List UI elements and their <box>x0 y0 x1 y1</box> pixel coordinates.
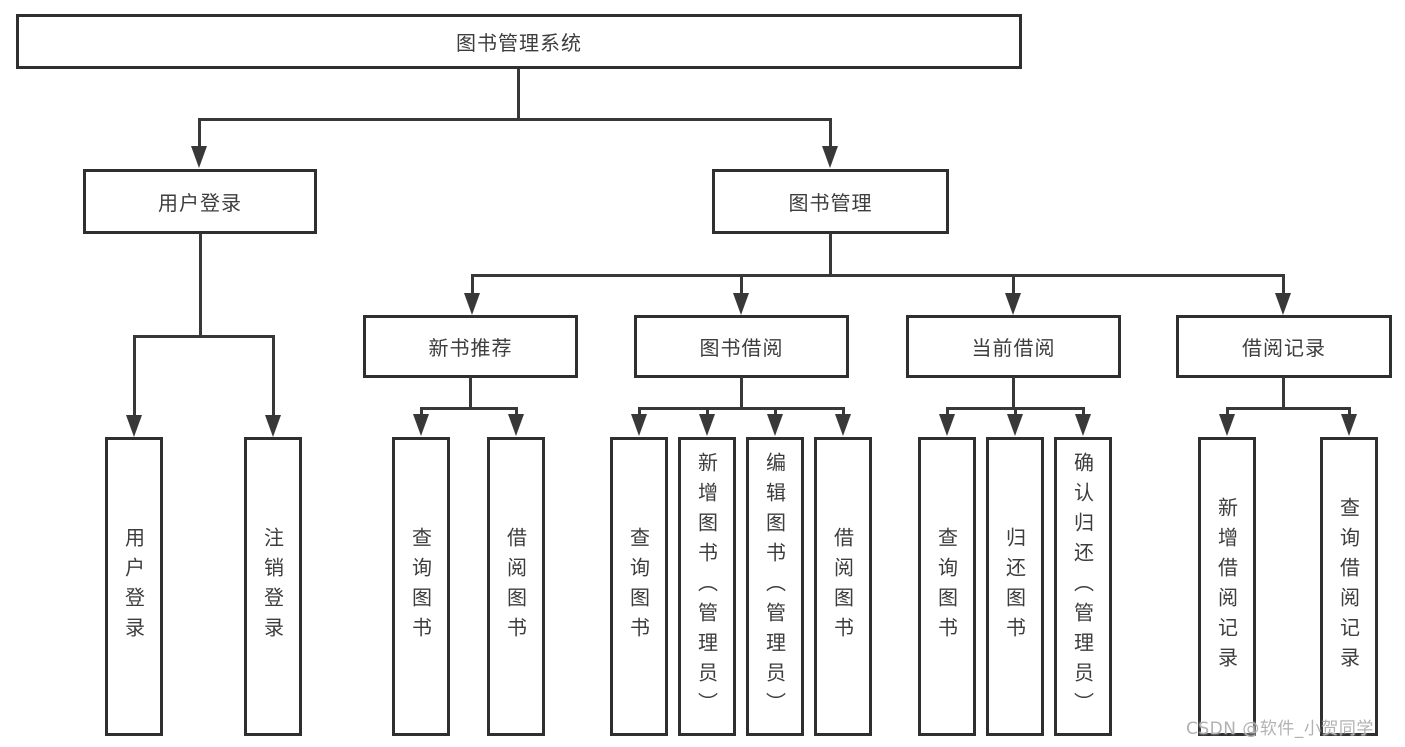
leaf-confirm-return-admin: 确认归还（管理员） <box>1054 437 1112 736</box>
connector-user-leaf1-line <box>133 335 136 417</box>
node-book-management: 图书管理 <box>712 169 949 234</box>
arrowhead-group2 <box>733 293 749 315</box>
connector-g2-leaf4-line <box>842 407 845 416</box>
arrowhead-g1-leaf1 <box>413 414 429 436</box>
leaf-borrow-book: 借阅图书 <box>814 437 872 736</box>
leaf-query-books-borrow: 查询图书 <box>610 437 668 736</box>
connector-user-stub <box>199 233 202 336</box>
node-root: 图书管理系统 <box>16 14 1022 69</box>
connector-g3-leaf1-line <box>946 407 949 416</box>
arrowhead-group4 <box>1275 293 1291 315</box>
arrowhead-group1 <box>464 293 480 315</box>
connector-root-stub <box>517 69 520 119</box>
connector-user-hline <box>133 335 274 338</box>
connector-user-leaf2-line <box>272 335 275 417</box>
node-user-login-label: 用户登录 <box>158 191 242 215</box>
connector-g4-leaf2-line <box>1348 407 1351 416</box>
arrowhead-g2-leaf2 <box>699 414 715 436</box>
node-borrow-records-label: 借阅记录 <box>1242 336 1326 360</box>
node-book-management-label: 图书管理 <box>788 191 873 215</box>
connector-group1-stub <box>469 377 472 409</box>
connector-g3-leaf2-line <box>1014 407 1017 416</box>
connector-root-hline <box>198 118 832 121</box>
connector-drop-books-line <box>829 118 832 150</box>
connector-drop-group4-line <box>1282 274 1285 297</box>
connector-group2-hline <box>638 407 844 410</box>
arrowhead-g2-leaf3 <box>767 414 783 436</box>
leaf-query-borrow-record: 查询借阅记录 <box>1320 437 1378 736</box>
arrowhead-g3-leaf3 <box>1075 414 1091 436</box>
arrowhead-user <box>191 146 207 168</box>
leaf-add-borrow-record: 新增借阅记录 <box>1198 437 1256 736</box>
leaf-edit-book-admin: 编辑图书（管理员） <box>746 437 804 736</box>
node-new-book-recommend-label: 新书推荐 <box>428 336 513 360</box>
leaf-logout: 注销登录 <box>244 437 302 736</box>
connector-g1-leaf2-line <box>515 407 518 416</box>
arrowhead-g2-leaf4 <box>835 414 851 436</box>
arrowhead-user-leaf1 <box>126 415 142 437</box>
arrowhead-g3-leaf1 <box>939 414 955 436</box>
node-borrow-records: 借阅记录 <box>1176 315 1392 378</box>
connector-g1-leaf1-line <box>420 407 423 416</box>
connector-books-stub <box>829 233 832 276</box>
connector-g2-leaf3-line <box>774 407 777 416</box>
connector-group3-stub <box>1012 377 1015 409</box>
node-current-borrow: 当前借阅 <box>906 315 1121 378</box>
node-current-borrow-label: 当前借阅 <box>971 336 1056 360</box>
arrowhead-books <box>822 146 838 168</box>
connector-group2-stub <box>740 377 743 409</box>
connector-drop-group1-line <box>471 274 474 297</box>
node-book-borrow-label: 图书借阅 <box>699 336 784 360</box>
arrowhead-user-leaf2 <box>265 415 281 437</box>
arrowhead-g1-leaf2 <box>508 414 524 436</box>
leaf-add-book-admin: 新增图书（管理员） <box>678 437 736 736</box>
connector-drop-group2-line <box>740 274 743 297</box>
arrowhead-g4-leaf1 <box>1219 414 1235 436</box>
connector-g3-leaf3-line <box>1082 407 1085 416</box>
leaf-query-books-recommend: 查询图书 <box>392 437 450 736</box>
connector-g2-leaf2-line <box>706 407 709 416</box>
watermark: CSDN @软件_小贺同学 <box>1186 719 1374 739</box>
node-new-book-recommend: 新书推荐 <box>363 315 578 378</box>
leaf-user-login: 用户登录 <box>105 437 163 736</box>
connector-g4-leaf1-line <box>1226 407 1229 416</box>
node-user-login: 用户登录 <box>83 169 317 234</box>
connector-books-hline <box>471 274 1284 277</box>
connector-group4-stub <box>1282 377 1285 409</box>
leaf-borrow-books-recommend: 借阅图书 <box>487 437 545 736</box>
connector-drop-group3-line <box>1012 274 1015 297</box>
leaf-return-book: 归还图书 <box>986 437 1044 736</box>
connector-group4-hline <box>1226 407 1350 410</box>
connector-group1-hline <box>420 407 517 410</box>
arrowhead-g4-leaf2 <box>1341 414 1357 436</box>
arrowhead-g3-leaf2 <box>1007 414 1023 436</box>
node-book-borrow: 图书借阅 <box>634 315 849 378</box>
connector-drop-user-line <box>198 118 201 150</box>
arrowhead-g2-leaf1 <box>631 414 647 436</box>
arrowhead-group3 <box>1005 293 1021 315</box>
connector-g2-leaf1-line <box>638 407 641 416</box>
leaf-query-books-current: 查询图书 <box>918 437 976 736</box>
node-root-label: 图书管理系统 <box>456 31 582 55</box>
